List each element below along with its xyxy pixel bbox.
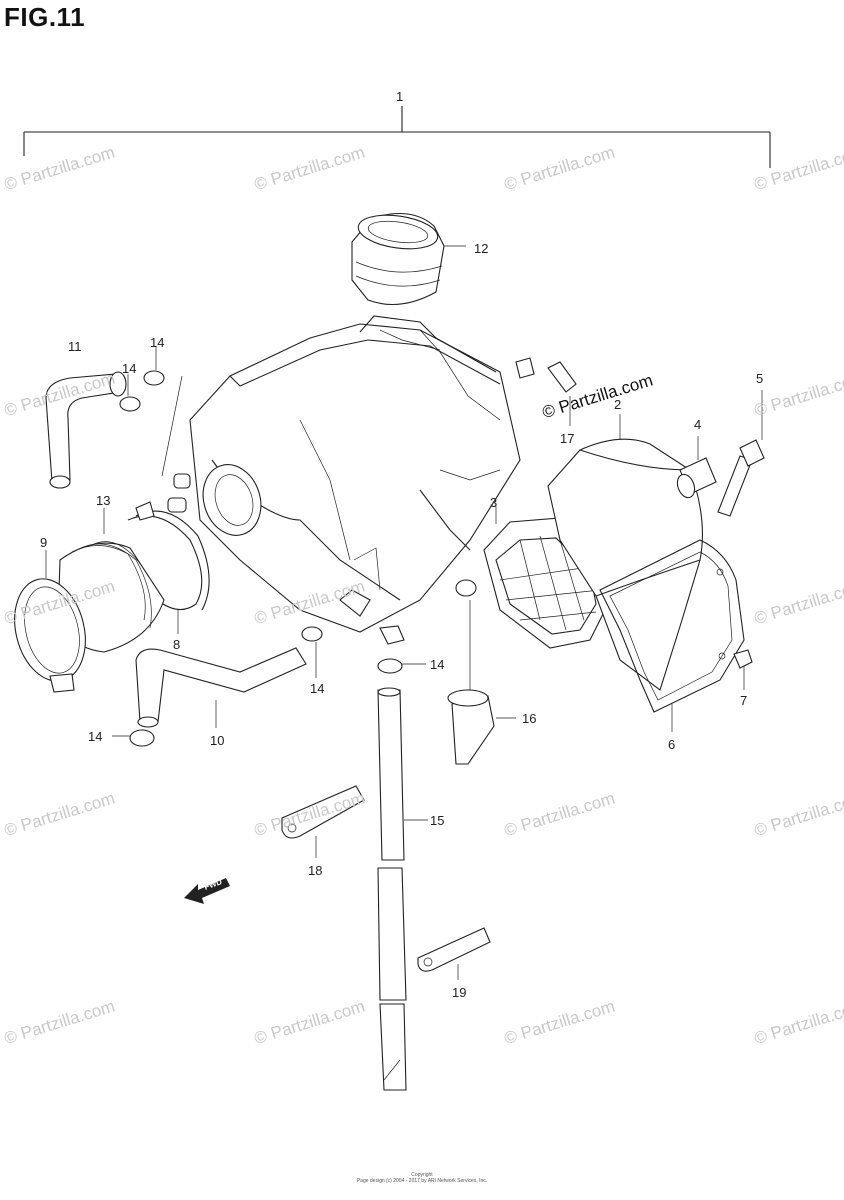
callout-19[interactable]: 19 [452, 985, 467, 1000]
part-11-hose[interactable] [45, 371, 127, 489]
callout-16[interactable]: 16 [522, 711, 537, 726]
figure-title: FIG.11 [4, 2, 86, 32]
part-1-air-cleaner-case[interactable] [167, 315, 535, 645]
callout-11[interactable]: 11 [68, 339, 82, 354]
part-9-clamp-ring[interactable] [4, 550, 95, 693]
callout-15[interactable]: 15 [430, 813, 445, 828]
callout-14e[interactable]: 14 [88, 729, 103, 744]
callout-18[interactable]: 18 [308, 863, 323, 878]
fwd-arrow-icon [184, 878, 230, 904]
part-5-bolt[interactable] [717, 390, 765, 517]
callout-10[interactable]: 10 [210, 733, 225, 748]
footer-line-1: Copyright [411, 1172, 433, 1178]
callout-1[interactable]: 1 [396, 89, 404, 104]
bracket-group-1 [23, 106, 771, 168]
callout-14d[interactable]: 14 [310, 681, 325, 696]
part-14-clamp-d[interactable] [301, 626, 323, 678]
callout-14a[interactable]: 14 [150, 335, 165, 350]
callout-13[interactable]: 13 [96, 493, 111, 508]
part-6-cover-frame[interactable] [599, 539, 745, 732]
callout-2[interactable]: 2 [614, 397, 622, 412]
callout-17[interactable]: 17 [560, 431, 575, 446]
part-14-clamp-e[interactable] [112, 729, 155, 747]
part-8-intake-boot[interactable] [57, 541, 179, 653]
part-14-clamp-c[interactable] [377, 658, 426, 674]
callout-5[interactable]: 5 [756, 371, 764, 386]
footer: Copyright Page design (c) 2004 - 2017 by… [0, 1172, 844, 1184]
callout-14c[interactable]: 14 [430, 657, 445, 672]
callout-9[interactable]: 9 [40, 535, 48, 550]
part-12-intake-duct[interactable] [351, 211, 466, 305]
part-14-clamp-b[interactable] [119, 374, 141, 412]
part-19-bracket[interactable] [417, 927, 491, 980]
callout-6[interactable]: 6 [668, 737, 676, 752]
part-16-drain-plug[interactable] [447, 600, 516, 765]
callout-12[interactable]: 12 [474, 241, 489, 256]
part-2-cover[interactable] [547, 414, 704, 691]
callout-14b[interactable]: 14 [122, 361, 137, 376]
part-4-grommet[interactable] [674, 436, 717, 500]
part-18-bracket[interactable] [281, 785, 365, 858]
part-13-clamp-band[interactable] [103, 501, 210, 611]
part-10-drain-hose[interactable] [135, 647, 307, 728]
callout-3[interactable]: 3 [490, 495, 498, 510]
part-14-clamp-a[interactable] [143, 346, 165, 386]
footer-line-2: Page design (c) 2004 - 2017 by ARI Netwo… [356, 1178, 488, 1184]
part-15-drain-tube[interactable] [377, 687, 428, 1091]
part-17-screw[interactable] [547, 361, 577, 426]
callout-4[interactable]: 4 [694, 417, 702, 432]
callout-8[interactable]: 8 [173, 637, 181, 652]
part-7-screw[interactable] [733, 649, 753, 690]
callout-7[interactable]: 7 [740, 693, 748, 708]
